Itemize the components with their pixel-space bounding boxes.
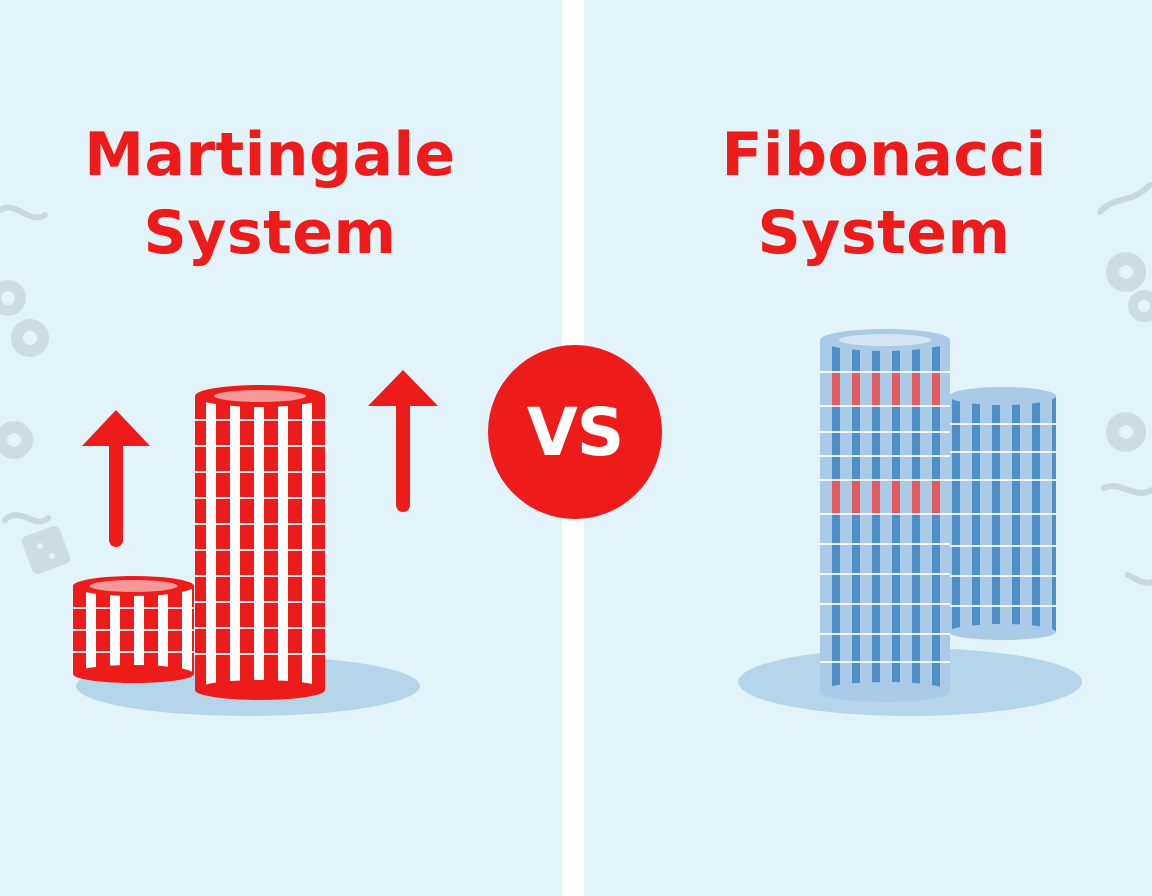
squiggle-icon <box>2 512 51 525</box>
fibonacci-title-line1: Fibonacci <box>721 120 1047 190</box>
poker-chip-icon <box>11 319 49 357</box>
poker-chip-icon <box>1106 412 1146 452</box>
left-decorations <box>0 204 51 525</box>
squiggle-icon <box>1101 483 1152 496</box>
martingale-title-line2: System <box>143 198 397 268</box>
fibonacci-panel: Fibonacci System <box>584 0 1152 896</box>
poker-chip-icon <box>1128 290 1152 322</box>
vs-badge: VS <box>488 345 662 519</box>
arrow-up-icon <box>368 370 438 512</box>
right-chip-decorations <box>1106 252 1152 452</box>
vs-label: VS <box>526 393 625 471</box>
dice-icon <box>22 526 70 574</box>
right-decorations <box>1097 182 1152 586</box>
fibonacci-title-line2: System <box>757 198 1011 268</box>
martingale-small-stack <box>73 576 194 683</box>
martingale-panel: Martingale System <box>0 0 562 896</box>
squiggle-icon <box>1097 182 1152 215</box>
poker-chip-icon <box>0 280 26 316</box>
arrow-up-icon <box>82 410 150 547</box>
left-chip-decorations <box>0 280 70 574</box>
fibonacci-tall-stack <box>820 329 950 702</box>
poker-chip-icon <box>0 421 33 459</box>
martingale-title-line1: Martingale <box>84 120 456 190</box>
squiggle-icon <box>1125 572 1152 586</box>
martingale-tall-stack <box>195 385 325 700</box>
fibonacci-short-stack <box>949 387 1056 640</box>
squiggle-icon <box>0 204 48 221</box>
poker-chip-icon <box>1106 252 1146 292</box>
fibonacci-title: Fibonacci System <box>654 116 1114 272</box>
martingale-title: Martingale System <box>20 116 520 272</box>
